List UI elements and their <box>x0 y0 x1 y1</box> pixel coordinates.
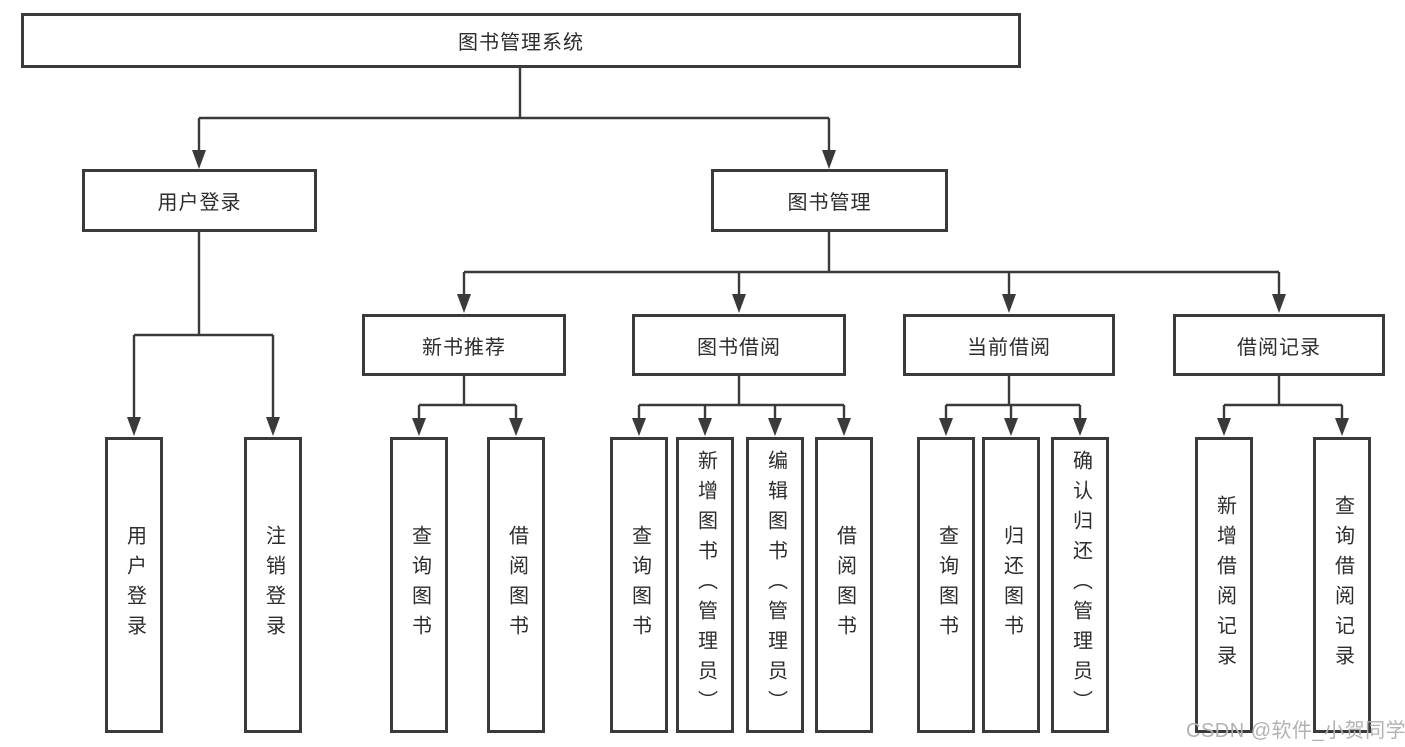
leaf-borrow-add-books-admin: 新增图书（管理员） <box>676 437 734 733</box>
node-label: 图书管理 <box>787 192 872 214</box>
node-label: 借阅记录 <box>1237 336 1321 359</box>
node-user-login: 用户登录 <box>82 169 317 232</box>
node-label: 借阅图书 <box>505 525 528 645</box>
node-label: 查询图书 <box>935 525 958 645</box>
node-label: 用户登录 <box>157 192 242 214</box>
leaf-records-add-record: 新增借阅记录 <box>1195 437 1253 733</box>
leaf-current-confirm-return-admin: 确认归还（管理员） <box>1051 437 1109 733</box>
leaf-user-login: 用户登录 <box>105 437 163 733</box>
leaf-current-return-books: 归还图书 <box>982 437 1040 733</box>
leaf-recommend-query-books: 查询图书 <box>390 437 448 733</box>
node-new-book-recommend: 新书推荐 <box>362 314 566 376</box>
node-borrow-records: 借阅记录 <box>1173 314 1385 376</box>
node-book-borrow: 图书借阅 <box>632 314 846 376</box>
csdn-watermark: CSDN @软件_小贺同学 <box>1186 720 1405 742</box>
node-label: 新增借阅记录 <box>1213 495 1236 675</box>
leaf-current-query-books: 查询图书 <box>917 437 975 733</box>
leaf-recommend-borrow-books: 借阅图书 <box>487 437 545 733</box>
leaf-borrow-query-books: 查询图书 <box>610 437 668 733</box>
node-label: 查询图书 <box>408 525 431 645</box>
leaf-logout: 注销登录 <box>244 437 302 733</box>
node-label: 注销登录 <box>262 525 285 645</box>
node-label: 归还图书 <box>1000 525 1023 645</box>
node-label: 图书借阅 <box>697 336 781 359</box>
leaf-borrow-edit-books-admin: 编辑图书（管理员） <box>746 437 804 733</box>
leaf-records-query-record: 查询借阅记录 <box>1313 437 1371 733</box>
node-label: 图书管理系统 <box>458 32 584 54</box>
node-label: 查询图书 <box>628 525 651 645</box>
node-label: 新书推荐 <box>422 336 506 359</box>
node-book-management: 图书管理 <box>711 169 948 232</box>
node-label: 新增图书（管理员） <box>694 450 717 720</box>
node-label: 用户登录 <box>123 525 146 645</box>
node-current-borrow: 当前借阅 <box>903 314 1115 376</box>
node-label: 确认归还（管理员） <box>1069 450 1092 720</box>
node-root-system: 图书管理系统 <box>21 13 1021 68</box>
node-label: 编辑图书（管理员） <box>764 450 787 720</box>
node-label: 当前借阅 <box>967 336 1051 359</box>
leaf-borrow-borrow-books: 借阅图书 <box>815 437 873 733</box>
node-label: 查询借阅记录 <box>1331 495 1354 675</box>
arrowheads <box>127 150 1349 436</box>
node-label: 借阅图书 <box>833 525 856 645</box>
